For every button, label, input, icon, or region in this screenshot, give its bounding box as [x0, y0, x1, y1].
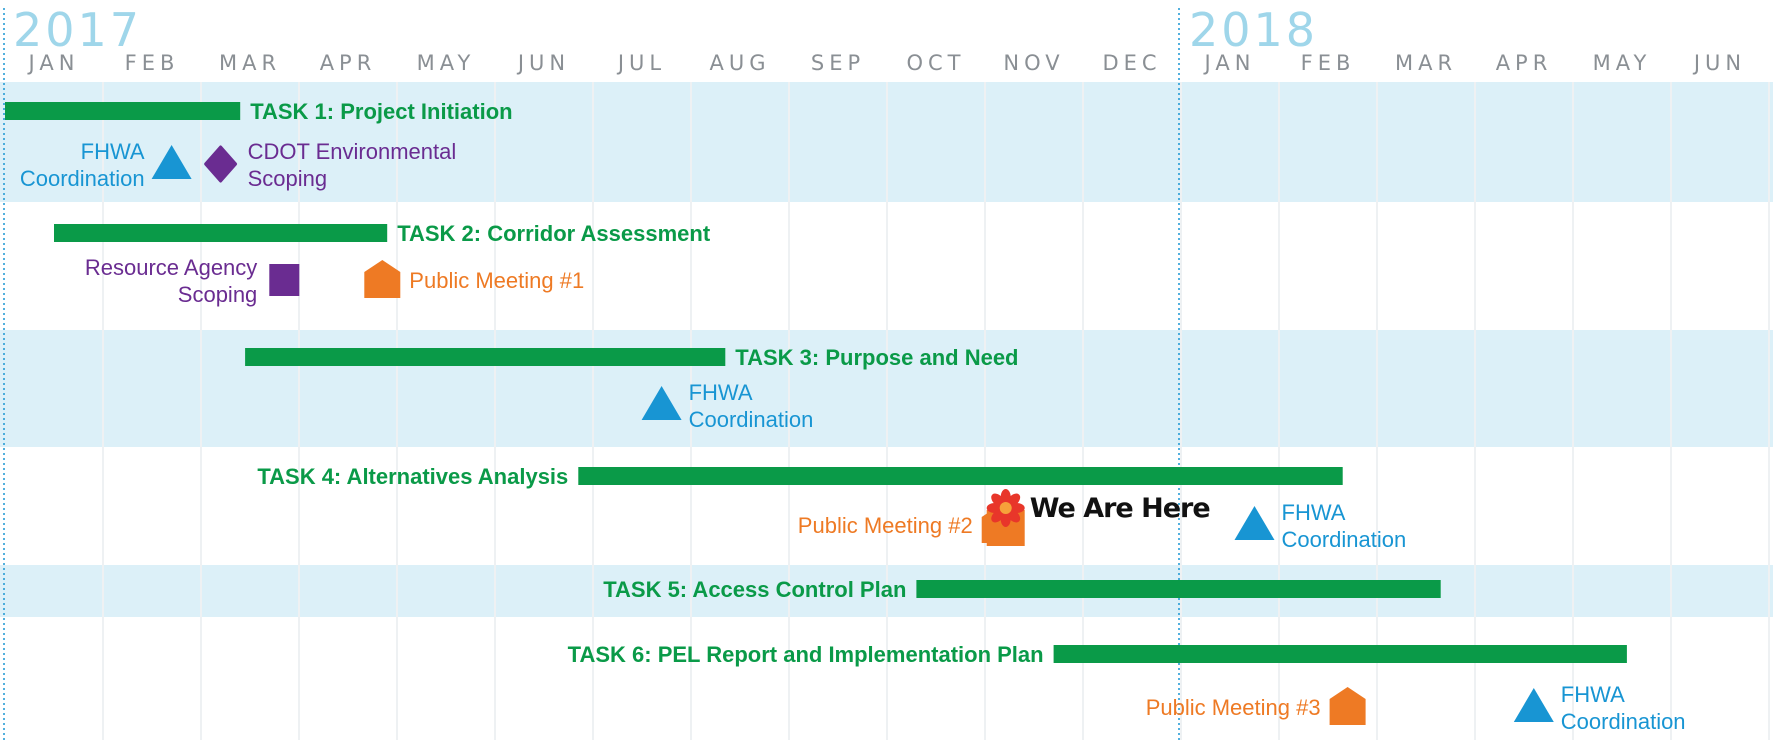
task-5-bar — [916, 580, 1441, 598]
ms-cdot-diamond-icon — [204, 145, 238, 183]
ms-fhwa-4-triangle-icon — [1513, 688, 1554, 722]
ms-resource-square-icon — [269, 264, 300, 296]
ms-fhwa-2-triangle-icon — [641, 386, 682, 420]
month-label: APR — [1496, 51, 1553, 75]
month-label: MAY — [417, 51, 476, 75]
task-6-label: TASK 6: PEL Report and Implementation Pl… — [568, 642, 1044, 667]
task-3-label: TASK 3: Purpose and Need — [735, 345, 1018, 370]
month-label: JUN — [516, 51, 570, 75]
ms-fhwa-1-triangle-icon — [151, 145, 192, 179]
month-label: DEC — [1102, 51, 1161, 75]
month-label: APR — [320, 51, 377, 75]
ms-pm-3-label: Public Meeting #3 — [1146, 695, 1321, 720]
month-label: FEB — [1301, 51, 1356, 75]
month-label: JAN — [27, 51, 80, 75]
month-label: JUL — [616, 51, 666, 75]
task-1-bar — [5, 102, 241, 120]
task-2-label: TASK 2: Corridor Assessment — [397, 221, 711, 246]
ms-pm-2-label: Public Meeting #2 — [798, 513, 973, 538]
ms-pm-3-house-icon — [1329, 687, 1366, 725]
month-label: NOV — [1003, 51, 1064, 75]
we-are-here-label: We Are Here — [1030, 493, 1210, 524]
ms-pm-1-label: Public Meeting #1 — [409, 268, 584, 293]
task-2-bar — [54, 224, 388, 242]
month-label: FEB — [125, 51, 180, 75]
task-4-bar — [578, 467, 1343, 485]
month-label: AUG — [709, 51, 770, 75]
month-label: MAR — [219, 51, 281, 75]
task-4-label: TASK 4: Alternatives Analysis — [257, 464, 568, 489]
year-label: 2017 — [13, 3, 142, 57]
we-are-here-burst-icon — [986, 489, 1025, 527]
month-label: OCT — [906, 51, 965, 75]
task-1-label: TASK 1: Project Initiation — [250, 99, 512, 124]
year-label: 2018 — [1189, 3, 1318, 57]
month-gridlines — [102, 82, 1770, 740]
current-position-marker: We Are Here — [986, 489, 1211, 546]
task-3-bar — [245, 348, 726, 366]
month-label: MAR — [1395, 51, 1457, 75]
task-6-bar — [1053, 645, 1627, 663]
ms-pm-1-house-icon — [364, 260, 401, 298]
task-5-label: TASK 5: Access Control Plan — [603, 577, 906, 602]
month-label: JUN — [1692, 51, 1746, 75]
month-label: MAY — [1593, 51, 1652, 75]
month-label: JAN — [1203, 51, 1256, 75]
ms-fhwa-3-triangle-icon — [1234, 506, 1275, 540]
month-label: SEP — [811, 51, 865, 75]
year-divider — [3, 8, 1180, 740]
